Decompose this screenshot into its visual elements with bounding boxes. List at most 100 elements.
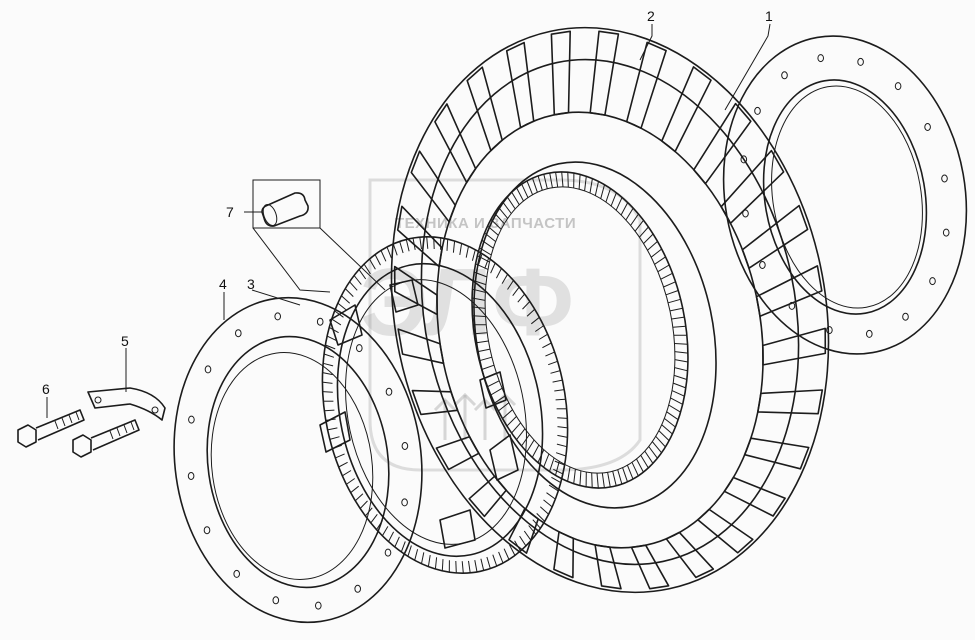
gear-tooth xyxy=(369,258,376,270)
internal-gear-tooth xyxy=(674,359,688,363)
internal-gear-tooth xyxy=(669,307,683,312)
hub-rib xyxy=(393,265,438,316)
gear-tooth xyxy=(337,302,347,311)
internal-gear-tooth xyxy=(511,191,520,206)
gear-tooth xyxy=(455,560,457,573)
gear-tooth xyxy=(501,273,509,284)
gear-tooth xyxy=(486,556,491,569)
internal-gear-tooth xyxy=(487,225,499,236)
gear-tooth xyxy=(335,453,345,459)
internal-gear-tooth xyxy=(475,263,489,270)
gear-tooth xyxy=(480,558,485,571)
gear-tooth xyxy=(325,344,336,350)
hub-rib xyxy=(720,149,785,225)
gear-tooth xyxy=(478,253,483,265)
gear-tooth xyxy=(338,461,348,468)
internal-gear-tooth xyxy=(584,176,587,191)
gear-tooth xyxy=(509,544,516,556)
internal-gear-tooth xyxy=(643,233,654,244)
hub-rib xyxy=(468,475,507,518)
internal-gear-tooth xyxy=(630,213,639,226)
gear-tooth xyxy=(555,398,566,401)
internal-gear-tooth xyxy=(620,202,629,216)
internal-gear-tooth xyxy=(660,272,673,280)
internal-gear-tooth xyxy=(484,232,497,242)
cover-bolt-hole xyxy=(235,329,242,338)
internal-gear-tooth xyxy=(671,390,685,397)
internal-gear-tooth xyxy=(663,281,676,288)
internal-gear-tooth xyxy=(674,367,688,372)
internal-gear-tooth xyxy=(591,472,593,488)
watermark: ТЕХНИКА И ЗАПЧАСТИ ЭЛФ xyxy=(360,178,642,472)
internal-gear-tooth xyxy=(506,416,517,427)
internal-gear-tooth xyxy=(474,271,487,278)
gear-tooth xyxy=(526,308,536,317)
hub-rib xyxy=(466,66,503,152)
internal-gear-tooth xyxy=(578,174,581,190)
gear-tooth xyxy=(353,275,362,285)
part-3-gear-ring xyxy=(319,236,569,574)
internal-gear-tooth xyxy=(626,465,634,480)
internal-gear-tooth xyxy=(555,461,560,476)
cover-bolt-hole xyxy=(187,472,195,480)
internal-gear-tooth xyxy=(673,374,687,380)
gear-tooth xyxy=(484,257,490,269)
gear-tooth xyxy=(465,246,469,258)
internal-gear-tooth xyxy=(472,297,486,301)
gear-tooth xyxy=(545,351,555,357)
callout-labels: 1 2 3 4 5 6 7 xyxy=(42,8,773,397)
gear-tooth xyxy=(329,436,340,440)
internal-gear-tooth xyxy=(607,472,611,488)
internal-gear-tooth xyxy=(601,472,605,488)
gear-tooth xyxy=(359,500,368,509)
gear-tooth xyxy=(532,519,541,529)
internal-gear-tooth xyxy=(502,409,513,419)
hub-rib xyxy=(505,41,535,129)
hub-rib xyxy=(434,103,477,184)
gear-tooth xyxy=(557,417,568,419)
gear-tooth xyxy=(492,554,498,567)
part-7-pin xyxy=(252,179,321,229)
cover-bolt-holes xyxy=(187,312,409,610)
internal-gear-tooth xyxy=(670,397,683,405)
gear-tooth xyxy=(548,484,559,492)
internal-gear-tooth xyxy=(472,315,486,317)
gear-tooth xyxy=(363,263,371,275)
gear-tooth xyxy=(554,460,565,466)
gear-tooth xyxy=(522,301,531,310)
internal-gear-tooth xyxy=(526,439,535,453)
gear-tooth xyxy=(507,280,514,290)
gear-tooth xyxy=(322,391,333,393)
internal-gear-tooth xyxy=(506,196,516,210)
gear-tooth xyxy=(523,530,532,541)
gear-tooth xyxy=(419,237,422,250)
gear-tooth xyxy=(556,443,568,448)
gear-ring-tabs xyxy=(319,279,519,549)
hub-rib xyxy=(661,66,712,153)
hub-rib xyxy=(625,41,667,129)
callout-6: 6 xyxy=(42,381,50,397)
internal-gear-tooth xyxy=(636,458,644,473)
gasket-bolt-hole xyxy=(781,71,788,80)
gear-tooth xyxy=(551,476,561,484)
gear-tooth xyxy=(461,561,464,574)
gear-tooth xyxy=(350,485,360,494)
gear-tooth xyxy=(538,333,548,340)
internal-gear-tooth xyxy=(475,340,489,344)
callout-2: 2 xyxy=(647,8,655,24)
cover-bolt-hole xyxy=(233,569,240,578)
gasket-bolt-hole xyxy=(929,277,936,286)
cover-bolt-hole xyxy=(188,415,195,424)
internal-gear-tooth xyxy=(526,180,534,195)
hub-ribs xyxy=(393,30,827,590)
internal-ring-gear xyxy=(471,171,689,489)
part-5-lock-plate xyxy=(87,387,166,421)
internal-gear-tooth xyxy=(674,343,688,345)
callout-4: 4 xyxy=(219,276,227,292)
gear-tooth xyxy=(552,379,563,383)
gear-tooth xyxy=(433,237,435,250)
gear-tooth xyxy=(550,370,561,374)
hub-rib xyxy=(411,389,459,416)
internal-gear-tooth xyxy=(651,441,662,454)
gear-tooth xyxy=(381,526,389,537)
